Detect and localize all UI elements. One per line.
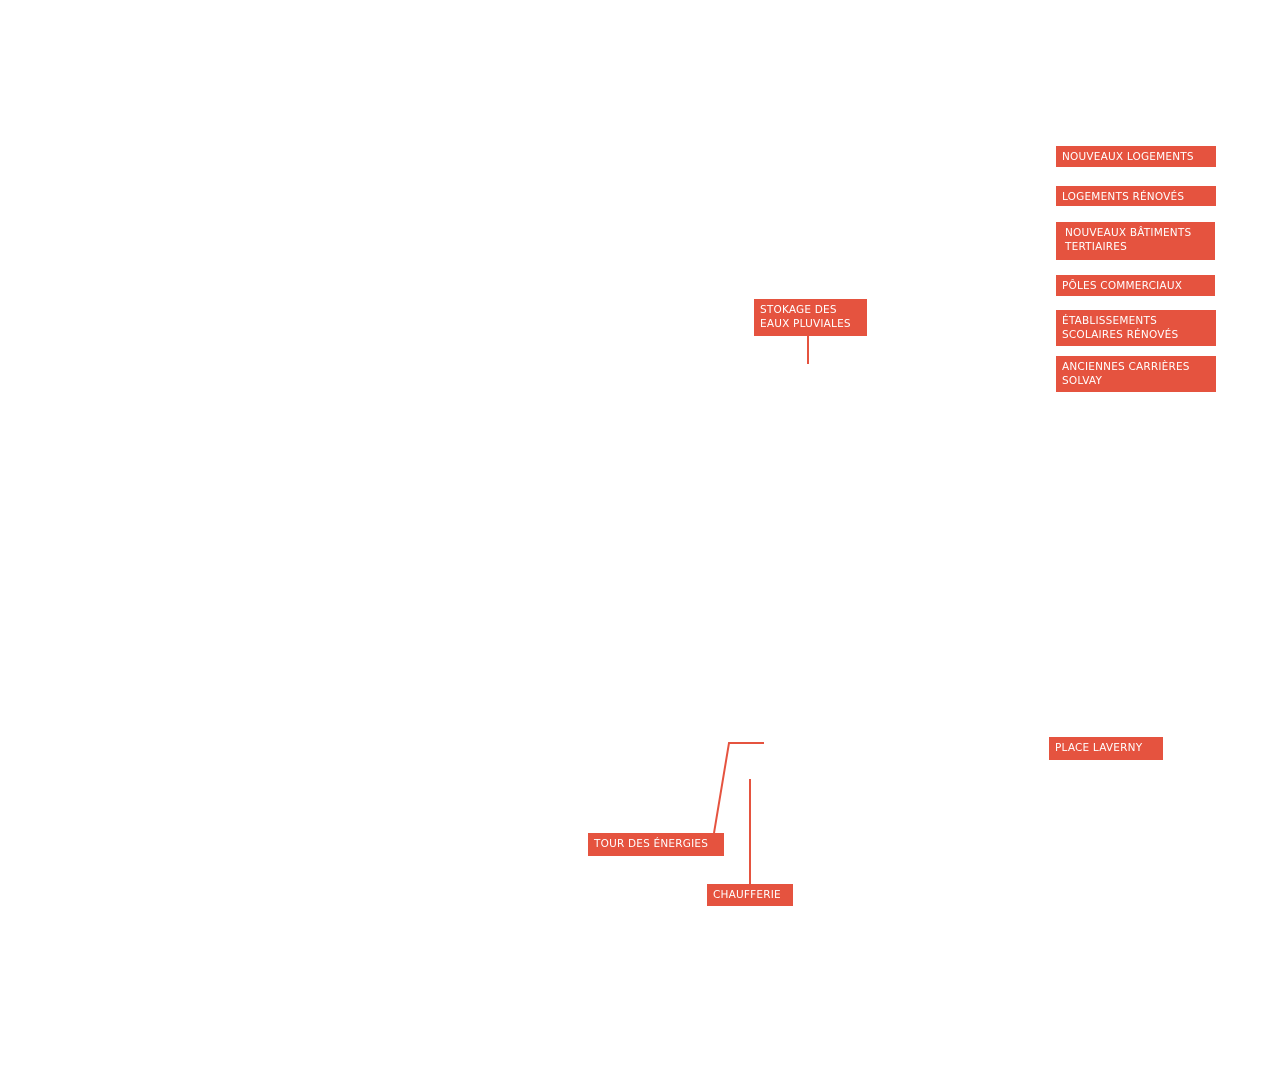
callout-stockage-line1: STOKAGE DES <box>760 304 837 316</box>
legend-nouveaux-logements-text: NOUVEAUX LOGEMENTS <box>1062 151 1194 163</box>
legend-logements-renoves[interactable]: LOGEMENTS RÉNOVÉS <box>1056 186 1216 206</box>
legend-anciennes-carrieres-line1: ANCIENNES CARRIÈRES <box>1062 361 1190 373</box>
callout-chaufferie-text: CHAUFFERIE <box>713 889 781 901</box>
legend-anciennes-carrieres[interactable]: ANCIENNES CARRIÈRES SOLVAY <box>1056 356 1216 392</box>
callout-stockage-line2: EAUX PLUVIALES <box>760 318 851 330</box>
legend-nouveaux-batiments-tertiaires[interactable]: NOUVEAUX BÂTIMENTS TERTIAIRES <box>1056 222 1215 260</box>
legend-nouveaux-batiments-line2: TERTIAIRES <box>1065 241 1127 253</box>
leader-tour-des-energies <box>713 742 764 834</box>
callout-place-laverny-text: PLACE LAVERNY <box>1055 742 1143 754</box>
legend-etablissements-line1: ÉTABLISSEMENTS <box>1062 315 1157 327</box>
legend-nouveaux-logements[interactable]: NOUVEAUX LOGEMENTS <box>1056 146 1216 167</box>
legend-nouveaux-batiments-line1: NOUVEAUX BÂTIMENTS <box>1065 227 1192 239</box>
callout-tour-des-energies[interactable]: TOUR DES ÉNERGIES <box>588 833 724 856</box>
legend-etablissements-line2: SCOLAIRES RÉNOVÉS <box>1062 329 1179 341</box>
callout-chaufferie[interactable]: CHAUFFERIE <box>707 884 793 906</box>
callout-stockage-eaux-pluviales[interactable]: STOKAGE DES EAUX PLUVIALES <box>754 299 867 336</box>
legend-poles-commerciaux[interactable]: PÔLES COMMERCIAUX <box>1056 275 1215 296</box>
callout-tour-des-energies-text: TOUR DES ÉNERGIES <box>594 838 709 850</box>
legend-anciennes-carrieres-line2: SOLVAY <box>1062 375 1103 387</box>
callout-place-laverny[interactable]: PLACE LAVERNY <box>1049 737 1163 760</box>
legend-logements-renoves-text: LOGEMENTS RÉNOVÉS <box>1062 191 1185 203</box>
legend-etablissements-scolaires[interactable]: ÉTABLISSEMENTS SCOLAIRES RÉNOVÉS <box>1056 310 1216 346</box>
legend-poles-commerciaux-text: PÔLES COMMERCIAUX <box>1062 280 1183 292</box>
